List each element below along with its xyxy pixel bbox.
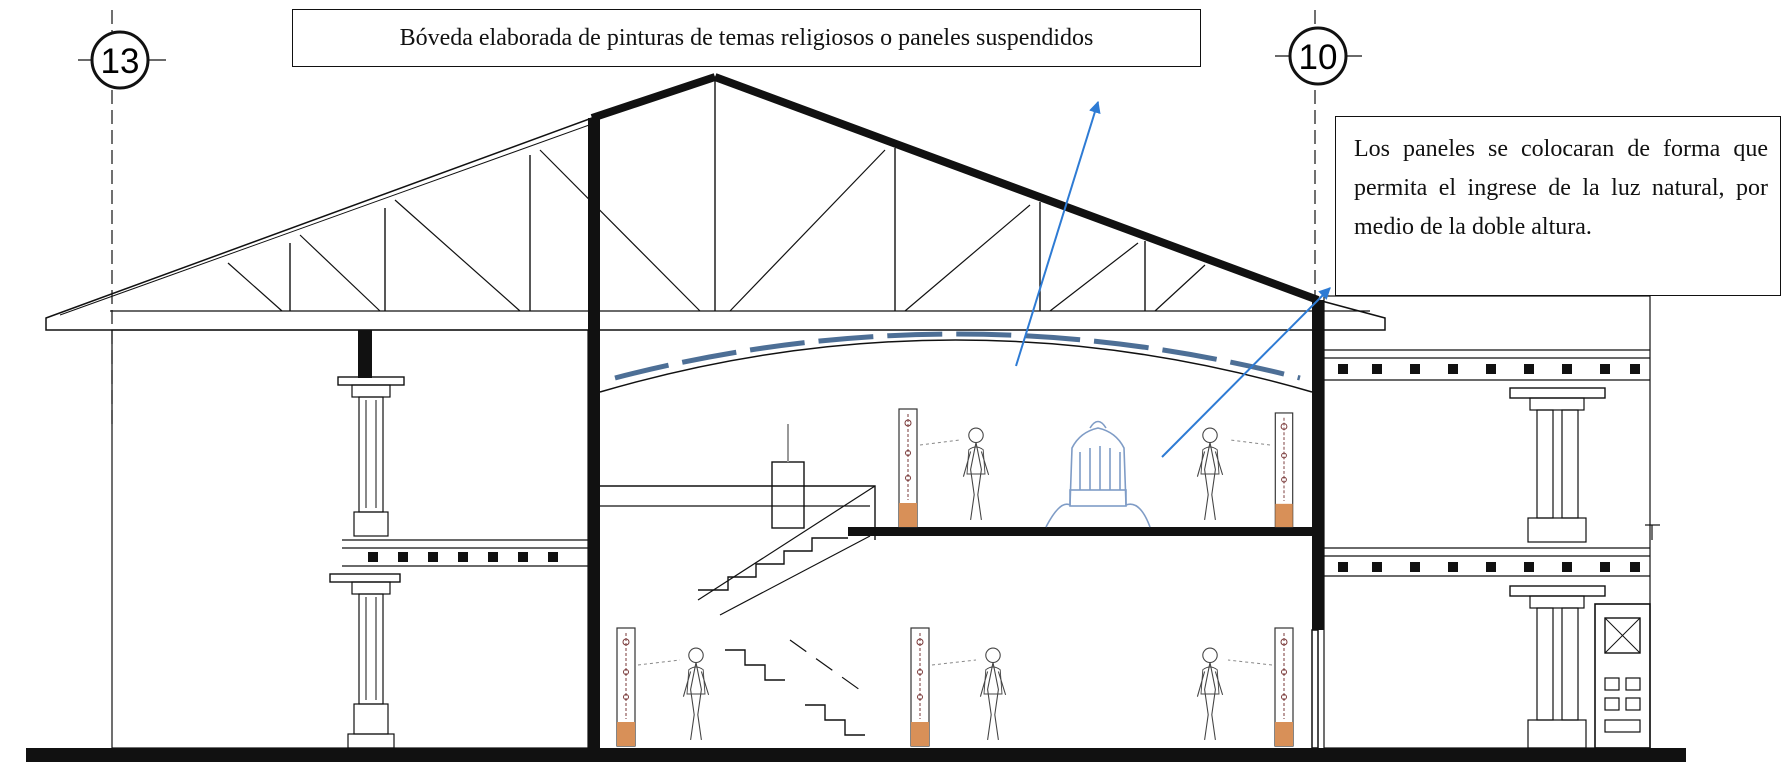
upper-floor-exhibits xyxy=(898,408,1294,528)
vault xyxy=(599,331,1313,393)
upper-floor xyxy=(600,424,1314,736)
organ xyxy=(1045,420,1151,528)
display-panel xyxy=(1274,627,1294,747)
visitor-figure xyxy=(1196,647,1224,741)
display-panel xyxy=(616,627,636,747)
visitor-figure xyxy=(962,427,990,521)
right-wing xyxy=(1323,295,1660,749)
display-panel xyxy=(910,627,930,747)
grid-axis-13: 13 xyxy=(78,10,166,425)
roof-truss xyxy=(45,73,1386,331)
axis-13-label: 13 xyxy=(101,42,140,81)
panels-callout-arrow xyxy=(1161,287,1331,458)
vault-callout-arrow xyxy=(1015,100,1101,367)
display-panel xyxy=(898,408,918,528)
ground-floor-exhibits xyxy=(616,627,1294,747)
grid-axis-10: 10 xyxy=(1275,10,1362,300)
main-walls xyxy=(588,118,1324,749)
visitor-figure xyxy=(979,647,1007,741)
visitor-figure xyxy=(682,647,710,741)
ground-line xyxy=(26,748,1686,762)
display-panel xyxy=(1274,412,1294,528)
left-wing xyxy=(111,329,589,749)
vault-callout: Bóveda elaborada de pinturas de temas re… xyxy=(292,9,1201,67)
visitor-figure xyxy=(1196,427,1224,521)
axis-10-label: 10 xyxy=(1299,38,1338,77)
panels-callout: Los paneles se colocaran de forma que pe… xyxy=(1335,116,1781,296)
